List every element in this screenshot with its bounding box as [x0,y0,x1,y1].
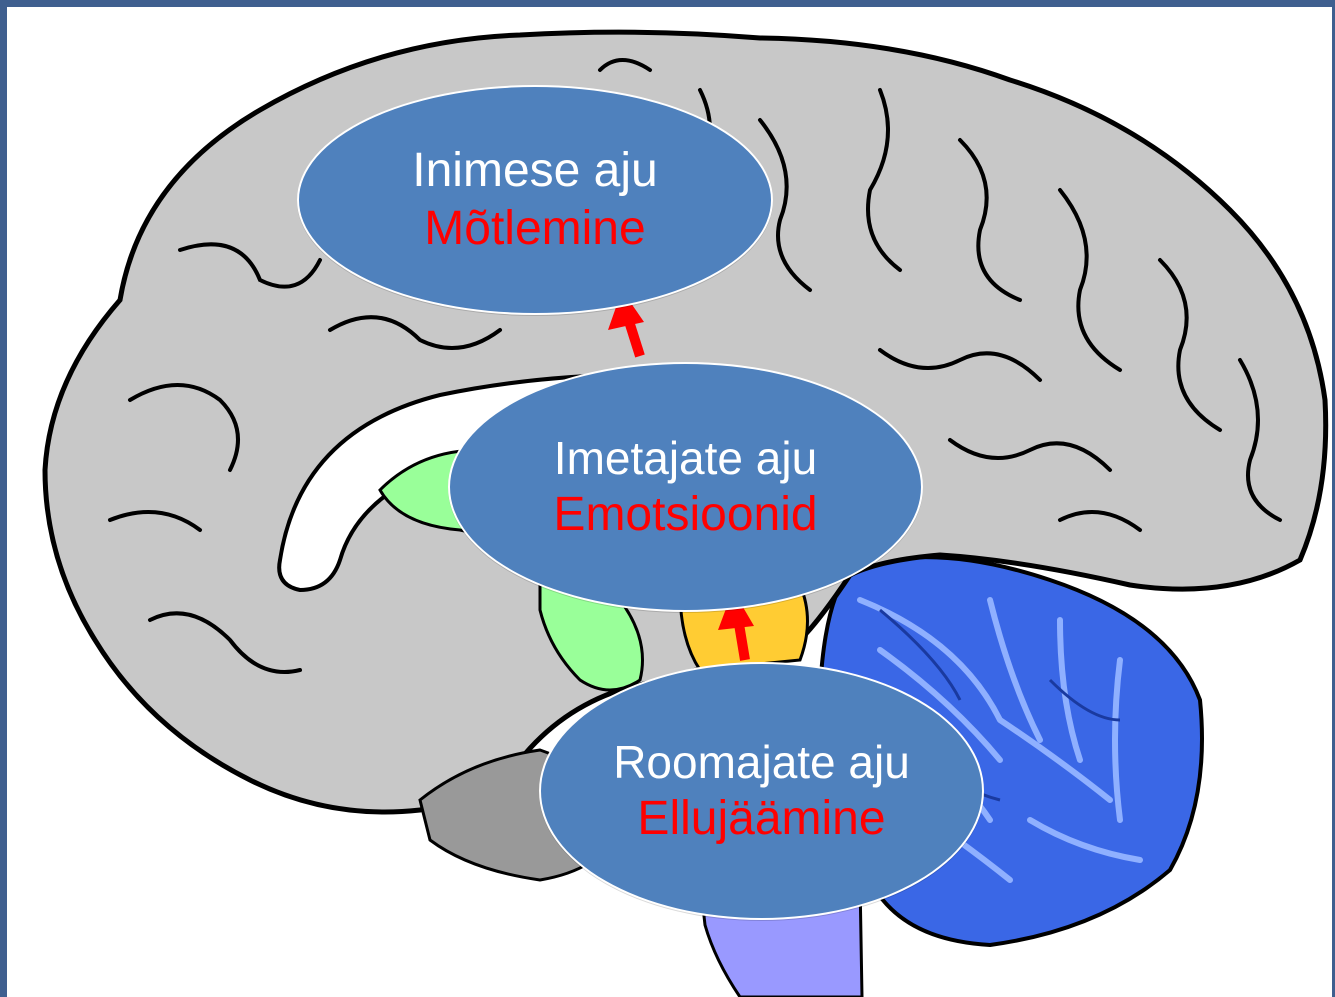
human-brain-function: Mõtlemine [424,200,645,258]
reptile-brain-bubble: Roomajate aju Ellujäämine [539,662,984,920]
reptile-brain-title: Roomajate aju [613,735,910,790]
reptile-brain-function: Ellujäämine [637,790,885,848]
mammal-brain-function: Emotsioonid [553,486,817,544]
mammal-brain-bubble: Imetajate aju Emotsioonid [448,362,923,612]
human-brain-title: Inimese aju [412,142,657,200]
human-brain-bubble: Inimese aju Mõtlemine [297,85,773,315]
mammal-brain-title: Imetajate aju [554,431,817,486]
